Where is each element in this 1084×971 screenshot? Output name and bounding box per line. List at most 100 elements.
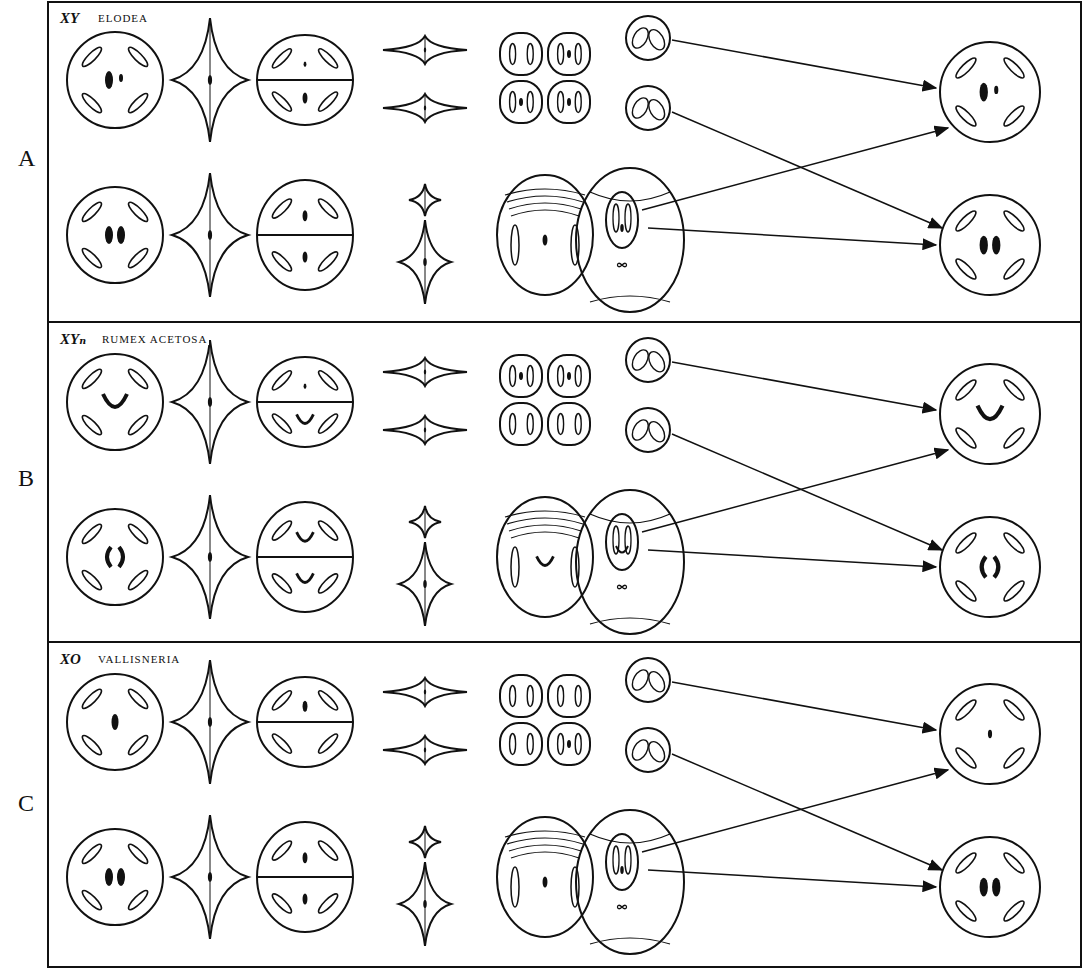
sex-chromosome (208, 872, 212, 882)
sex-chromosome (117, 868, 125, 886)
chromosome-ring (1002, 579, 1027, 604)
hatching (511, 852, 579, 858)
chromosome-ring (511, 547, 519, 587)
cell-outline (940, 42, 1040, 142)
chromosome-ring (126, 568, 150, 592)
arrow (672, 434, 942, 550)
sex-chromosome (297, 573, 314, 582)
cell-outline (940, 837, 1040, 937)
vegetative-nucleus (618, 905, 627, 908)
sex-chromosome (424, 690, 426, 695)
spindle (399, 862, 451, 946)
chromosome-ring (954, 698, 979, 723)
tetrad-cell (500, 675, 542, 717)
sex-chromosome (994, 86, 998, 94)
sex-chromosome (980, 236, 988, 255)
chromosome-ring (575, 92, 581, 113)
chromosome-ring (954, 426, 979, 451)
arrow (642, 128, 948, 210)
chromosome-ring (270, 839, 294, 863)
grain-nucleus (645, 739, 667, 765)
spindle (383, 678, 467, 706)
pollen-grain (626, 658, 670, 702)
grain-nucleus (629, 667, 651, 693)
sex-chromosome (119, 74, 123, 82)
sex-chromosome (988, 730, 992, 738)
cell-outline (940, 517, 1040, 617)
sex-chromosome (303, 701, 308, 712)
spindle-axis (425, 184, 426, 216)
sex-chromosome (107, 547, 111, 567)
chromosome-ring (1002, 209, 1027, 234)
tetrad-cell (548, 355, 590, 397)
dividing-cell (257, 180, 353, 290)
chromosome-ring (1002, 56, 1027, 81)
chromosome-ring (1002, 426, 1027, 451)
chromosome-ring (316, 412, 339, 435)
chromosome-ring (511, 225, 519, 265)
sex-chromosome (423, 900, 427, 908)
spindle-axis (425, 358, 426, 386)
sex-chromosome (980, 83, 988, 102)
chromosome-ring (270, 689, 293, 712)
grain-nucleus (645, 669, 667, 695)
sex-chromosome (537, 556, 554, 565)
sex-chromosome (543, 234, 548, 245)
sex-chromosome (424, 428, 426, 433)
arrow (672, 682, 936, 730)
grain-nucleus (629, 347, 651, 373)
chromosome-ring (1002, 104, 1027, 129)
arrow (642, 450, 948, 532)
sex-chromosome (119, 547, 123, 567)
chromosome-ring (575, 734, 581, 755)
spindle-axis (425, 736, 426, 764)
wall-line (590, 938, 670, 944)
chromosome-ring (80, 367, 104, 391)
spindle (409, 506, 441, 538)
chromosome-ring (954, 257, 979, 282)
cell-outline (67, 509, 163, 605)
chromosome-ring (510, 92, 516, 113)
chromosome-ring (575, 414, 581, 435)
spindle-axis (425, 416, 426, 444)
chromosome-ring (1002, 746, 1027, 771)
chromosome-ring (558, 686, 564, 707)
cell-plate (257, 556, 353, 558)
cell-outline (940, 195, 1040, 295)
spindle-axis (425, 826, 426, 858)
chromosome-ring (954, 579, 979, 604)
hatching (505, 511, 585, 517)
chromosome-ring (527, 44, 533, 65)
chromosome-ring (1002, 378, 1027, 403)
chromosome-ring (80, 413, 104, 437)
chromosome-ring (558, 414, 564, 435)
pollen-grain (626, 408, 670, 452)
chromosome-ring (126, 45, 150, 69)
chromosome-ring (126, 842, 150, 866)
species-name: VALLISNERIA (96, 653, 182, 665)
cell-outline (67, 187, 163, 283)
generative-cell (606, 514, 638, 570)
panel-frame (48, 2, 1081, 967)
spindle (172, 173, 248, 297)
chromosome-ring (575, 366, 581, 387)
chromosome-ring (80, 200, 104, 224)
sex-chromosome (208, 75, 212, 85)
wall-line (590, 618, 670, 624)
chromosome-ring (270, 90, 293, 113)
spindle (172, 495, 248, 619)
arrow (672, 112, 942, 228)
chromosome-ring (316, 90, 339, 113)
sex-chromosome (208, 230, 212, 240)
chromosome-ring (1002, 698, 1027, 723)
species-name: RUMEX ACETOSA (100, 333, 209, 345)
chromosome-ring (510, 734, 516, 755)
chromosome-ring (270, 519, 294, 543)
sex-chromosome (980, 878, 988, 897)
chromosome-ring (270, 892, 294, 916)
cell-outline (940, 684, 1040, 784)
chromosome-ring (316, 47, 339, 70)
hatching (505, 831, 585, 837)
chromosome-ring (625, 204, 631, 232)
chromosome-ring (954, 378, 979, 403)
